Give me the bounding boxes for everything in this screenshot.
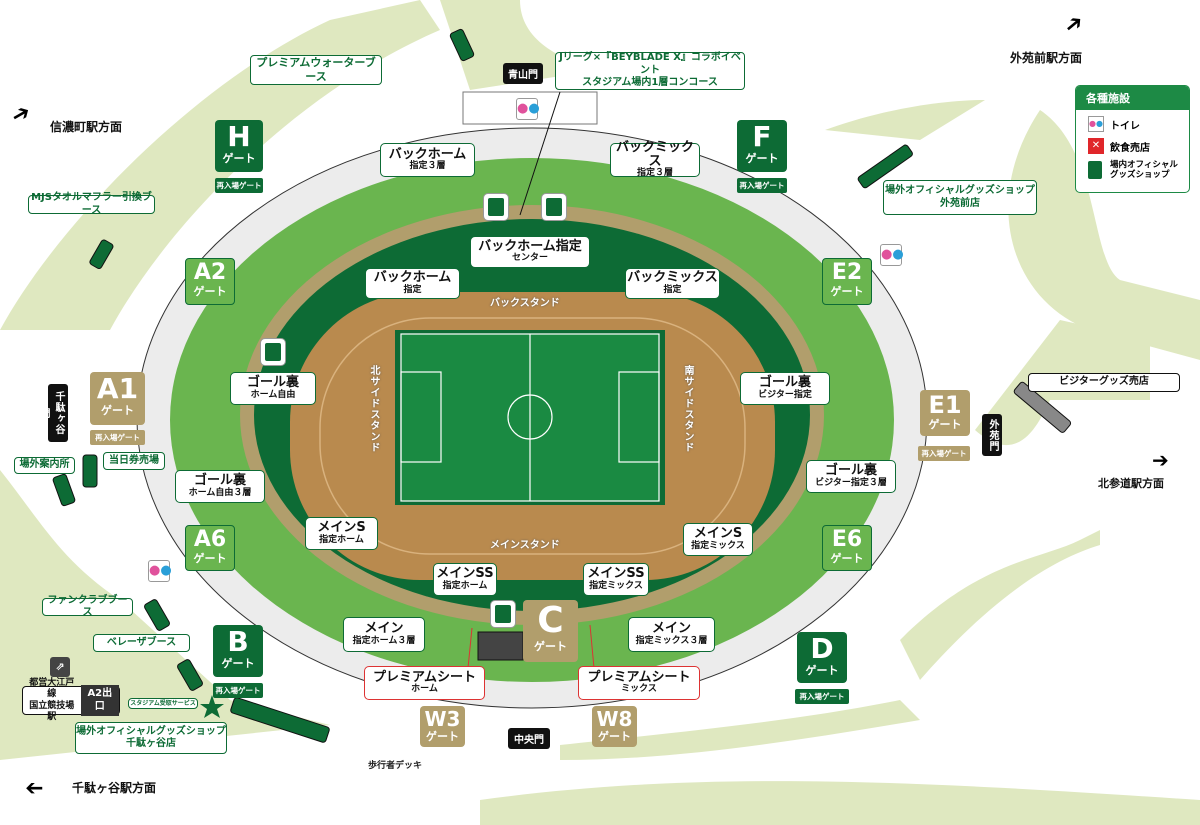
direction-sendagaya: 千駄ヶ谷駅方面 (72, 781, 157, 795)
gate-h-reentry: 再入場ゲート (215, 178, 263, 193)
goods-bag-icon (260, 338, 286, 366)
arrow-east-icon: ➔ (1152, 448, 1169, 472)
seat-back-home-center: バックホーム指定センター (470, 236, 590, 268)
seat-back-home: バックホーム指定 (365, 268, 460, 299)
seat-goal-visitor: ゴール裏ビジター指定 (740, 372, 830, 405)
fanclub-booth: ファンクラブブース (42, 595, 133, 618)
ticket-booth: 当日券売場 (103, 452, 165, 470)
direction-gaienmae: 外苑前駅方面 (1010, 51, 1083, 65)
sendagaya-gate: 千駄ヶ谷門 (38, 384, 68, 442)
seat-goal-home: ゴール裏ホーム自由 (230, 372, 316, 405)
gate-d-reentry: 再入場ゲート (795, 689, 849, 704)
stand-south: 南サイドスタンド (682, 365, 693, 453)
pitch (400, 333, 660, 502)
stairs-icon: ⇗ (50, 657, 70, 677)
seat-main-mix-3f: メイン指定ミックス３層 (628, 617, 715, 652)
gate-b-reentry: 再入場ゲート (213, 683, 263, 698)
gaien-gate: 外苑門 (982, 414, 1002, 456)
seat-main-home-3f: メイン指定ホーム３層 (343, 617, 425, 652)
seat-goal-home-3f: ゴール裏ホーム自由３層 (175, 470, 265, 503)
restroom-icon: ●● (516, 98, 540, 120)
seat-goal-visitor-3f: ゴール裏ビジター指定３層 (806, 460, 896, 493)
direction-shinanomachi: 信濃町駅方面 (50, 120, 123, 134)
star-icon (200, 695, 224, 718)
beleza-booth: ベレーザブース (93, 634, 190, 652)
restroom-icon: ●● (880, 244, 904, 266)
stand-main: メインスタンド (490, 540, 560, 551)
seat-back-mix-3f: バックミックス指定３層 (610, 140, 700, 178)
arrow-west-icon: ➔ (25, 776, 44, 801)
direction-kitasando: 北参道駅方面 (1098, 477, 1164, 490)
stadium-pickup-service: スタジアム受取サービス (128, 698, 198, 709)
stand-north: 北サイドスタンド (368, 365, 379, 453)
goods-shop-gaienmae: 場外オフィシャルグッズショップ外苑前店 (883, 180, 1037, 215)
facility-legend: 各種施設 ●●トイレ ✕飲食売店 場内オフィシャル グッズショップ (1075, 85, 1190, 193)
chuo-gate: 中央門 (508, 728, 550, 749)
gate-e1-reentry: 再入場ゲート (918, 446, 970, 461)
legend-title: 各種施設 (1076, 86, 1189, 110)
seat-back-home-3f: バックホーム指定３層 (380, 143, 475, 177)
aoyama-gate: 青山門 (503, 63, 543, 84)
info-center: 場外案内所 (14, 457, 75, 474)
visitor-goods-shop: ビジターグッズ売店 (1028, 373, 1180, 392)
booths (52, 28, 913, 743)
seat-back-mix: バックミックス指定 (625, 268, 720, 299)
goods-bag-icon (541, 193, 567, 221)
stand-back: バックスタンド (490, 298, 560, 309)
restroom-icon: ●● (1088, 116, 1104, 132)
restroom-icon: ●● (148, 560, 172, 582)
goods-bag-icon (1088, 161, 1102, 180)
beyblade-event: Jリーグ×『BEYBLADE X』コラボイベントスタジアム場内1層コンコース (555, 52, 745, 90)
goods-bag-icon (483, 193, 509, 221)
food-icon: ✕ (1088, 138, 1104, 154)
goods-shop-sendagaya: 場外オフィシャルグッズショップ千駄ヶ谷店 (75, 722, 227, 754)
seat-premium-home: プレミアムシートホーム (364, 666, 485, 700)
premium-water-booth: プレミアムウォーターブース (250, 55, 382, 85)
seat-premium-mix: プレミアムシートミックス (578, 666, 700, 700)
goods-bag-icon (490, 600, 516, 628)
mjs-towel-booth: MJSタオルマフラー引換ブース (28, 192, 155, 216)
pedestrian-deck: 歩行者デッキ (368, 761, 423, 771)
gate-f-reentry: 再入場ゲート (737, 178, 787, 193)
gate-a1-reentry: 再入場ゲート (90, 430, 145, 445)
